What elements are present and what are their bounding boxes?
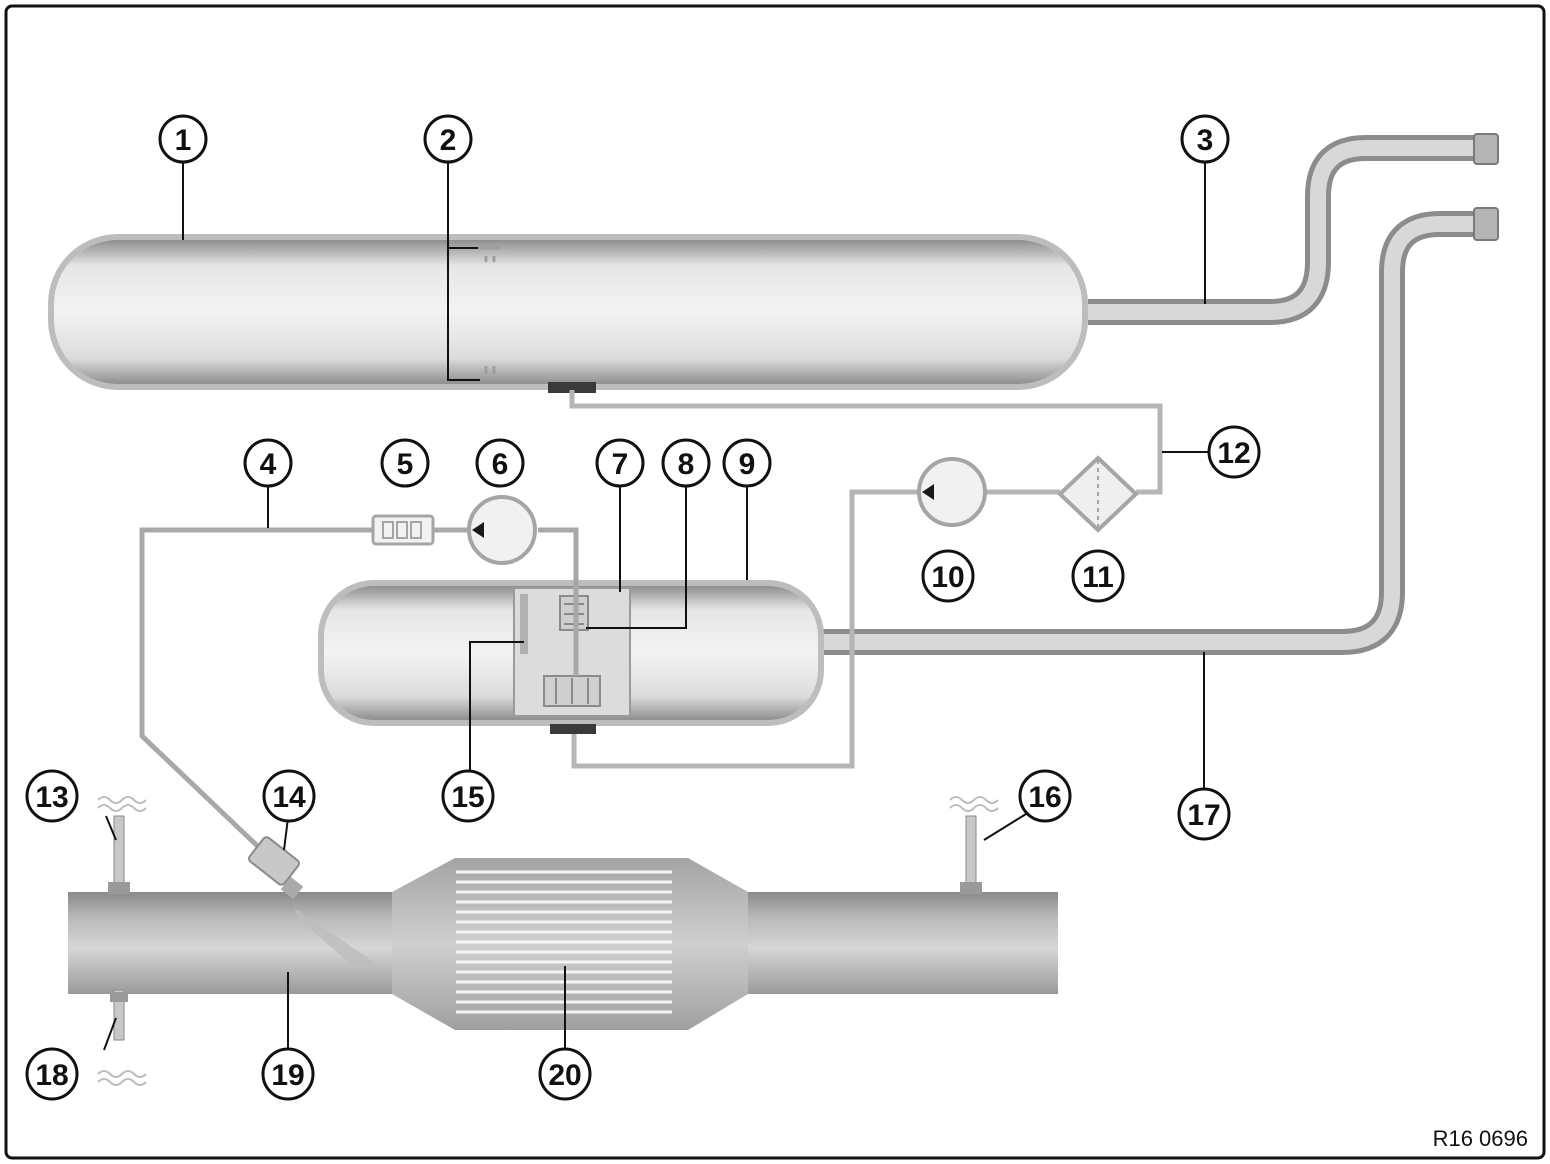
svg-text:4: 4 <box>260 448 277 481</box>
svg-text:3: 3 <box>1197 124 1214 157</box>
figure-reference-code: R16 0696 <box>1433 1126 1528 1151</box>
dosing-pump <box>467 495 537 565</box>
callout-5: 5 <box>380 438 430 488</box>
temperature-sensor-downstream <box>949 796 999 894</box>
additive-tank-filler-cap <box>1473 207 1499 241</box>
callout-17: 17 <box>1177 787 1231 841</box>
callout-8: 8 <box>661 438 711 488</box>
pressure-damper <box>371 514 435 546</box>
svg-text:16: 16 <box>1028 781 1061 814</box>
svg-text:19: 19 <box>271 1059 304 1092</box>
filter <box>1057 455 1139 533</box>
callout-9: 9 <box>722 438 772 488</box>
svg-text:2: 2 <box>440 124 457 157</box>
callout-19: 19 <box>261 1047 315 1101</box>
callout-11: 11 <box>1071 549 1125 603</box>
callout-1: 1 <box>158 114 208 164</box>
callout-18: 18 <box>25 1047 79 1101</box>
dosing-line-to-injector <box>139 527 470 860</box>
svg-text:12: 12 <box>1217 437 1250 470</box>
callout-6: 6 <box>475 438 525 488</box>
exhaust-sensor-lower <box>97 989 147 1086</box>
additive-tank-bottom-fitting <box>550 724 596 734</box>
svg-text:17: 17 <box>1187 799 1220 832</box>
callout-15: 15 <box>441 769 495 823</box>
additive-tank-module <box>513 587 631 717</box>
svg-text:13: 13 <box>35 781 68 814</box>
svg-text:10: 10 <box>931 561 964 594</box>
level-sensor-marks <box>476 246 500 374</box>
callout-14: 14 <box>262 769 316 823</box>
svg-text:20: 20 <box>548 1059 581 1092</box>
svg-text:7: 7 <box>612 448 629 481</box>
temperature-sensor-upstream <box>97 796 147 894</box>
callout-12: 12 <box>1207 425 1261 479</box>
callout-4: 4 <box>243 438 293 488</box>
svg-text:14: 14 <box>272 781 306 814</box>
main-tank-filler-cap <box>1473 133 1499 165</box>
dosing-line <box>538 527 579 676</box>
converter-substrate-lines <box>456 870 672 1014</box>
svg-text:6: 6 <box>492 448 509 481</box>
svg-text:15: 15 <box>451 781 484 814</box>
transfer-line-pump-to-tank <box>571 489 918 769</box>
callout-10: 10 <box>921 549 975 603</box>
svg-text:11: 11 <box>1082 561 1114 594</box>
dosing-injector <box>248 836 380 972</box>
callout-20: 20 <box>538 1047 592 1101</box>
svg-text:5: 5 <box>397 448 414 481</box>
callout-7: 7 <box>595 438 645 488</box>
transfer-line <box>569 390 1163 495</box>
callout-16: 16 <box>1018 769 1072 823</box>
svg-text:1: 1 <box>175 124 192 157</box>
main-tank-outlet-fitting <box>548 382 596 393</box>
catalytic-converter <box>392 858 748 1030</box>
callout-13: 13 <box>25 769 79 823</box>
svg-text:18: 18 <box>35 1059 68 1092</box>
leader-lines <box>103 162 1210 1051</box>
callout-2: 2 <box>423 114 473 164</box>
callout-3: 3 <box>1180 114 1230 164</box>
main-tank <box>48 234 1088 390</box>
figure-frame <box>4 4 1546 1160</box>
svg-text:8: 8 <box>678 448 695 481</box>
transfer-pump <box>917 457 987 527</box>
svg-text:9: 9 <box>739 448 756 481</box>
